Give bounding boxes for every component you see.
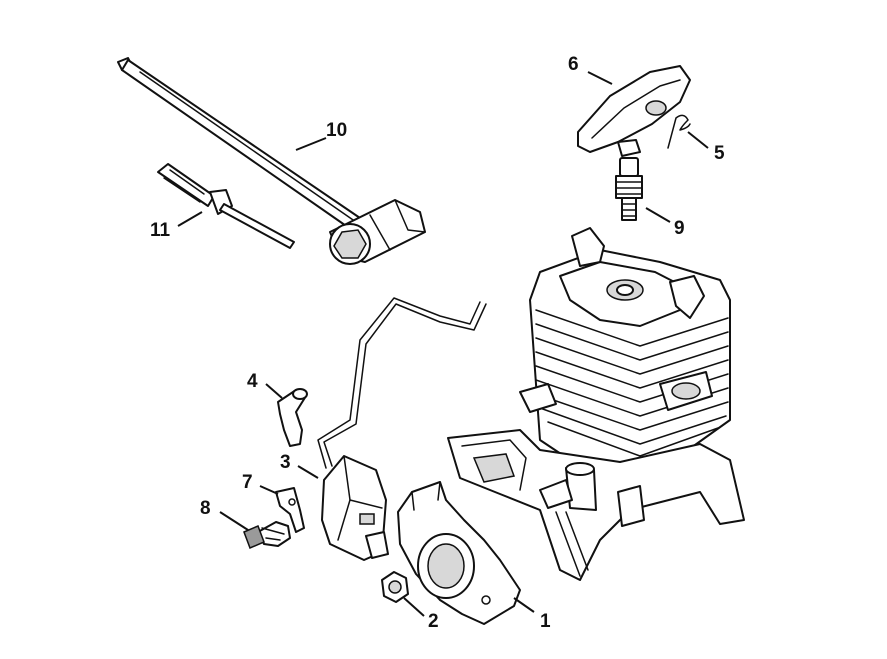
part-4-hose bbox=[277, 388, 308, 447]
callout-5: 5 bbox=[714, 143, 725, 164]
callout-8: 8 bbox=[200, 498, 211, 519]
part-8-screw bbox=[243, 521, 291, 549]
part-7-bracket bbox=[275, 487, 305, 533]
ignition-lead-wire bbox=[317, 297, 487, 469]
callout-3: 3 bbox=[280, 452, 291, 473]
callout-6: 6 bbox=[568, 54, 579, 75]
callout-10: 10 bbox=[326, 120, 347, 141]
part-9-spark-plug bbox=[615, 157, 643, 221]
callout-4: 4 bbox=[247, 371, 258, 392]
leader-lines bbox=[177, 71, 709, 617]
cylinder-assembly bbox=[447, 227, 745, 581]
part-6-plug-boot bbox=[577, 65, 691, 157]
callout-7: 7 bbox=[242, 472, 253, 493]
part-1-flywheel-cover bbox=[397, 481, 521, 625]
callout-1: 1 bbox=[540, 611, 551, 632]
callout-11: 11 bbox=[150, 220, 171, 241]
part-3-ignition-module bbox=[321, 455, 389, 561]
callout-labels: 10 11 6 5 9 4 3 7 8 2 1 bbox=[150, 54, 725, 632]
part-10-combination-wrench bbox=[117, 57, 426, 265]
callout-2: 2 bbox=[428, 611, 439, 632]
part-11-screwdriver bbox=[157, 163, 295, 249]
part-2-nut bbox=[381, 571, 409, 603]
part-5-spring-clip bbox=[667, 114, 691, 149]
callout-9: 9 bbox=[674, 218, 685, 239]
